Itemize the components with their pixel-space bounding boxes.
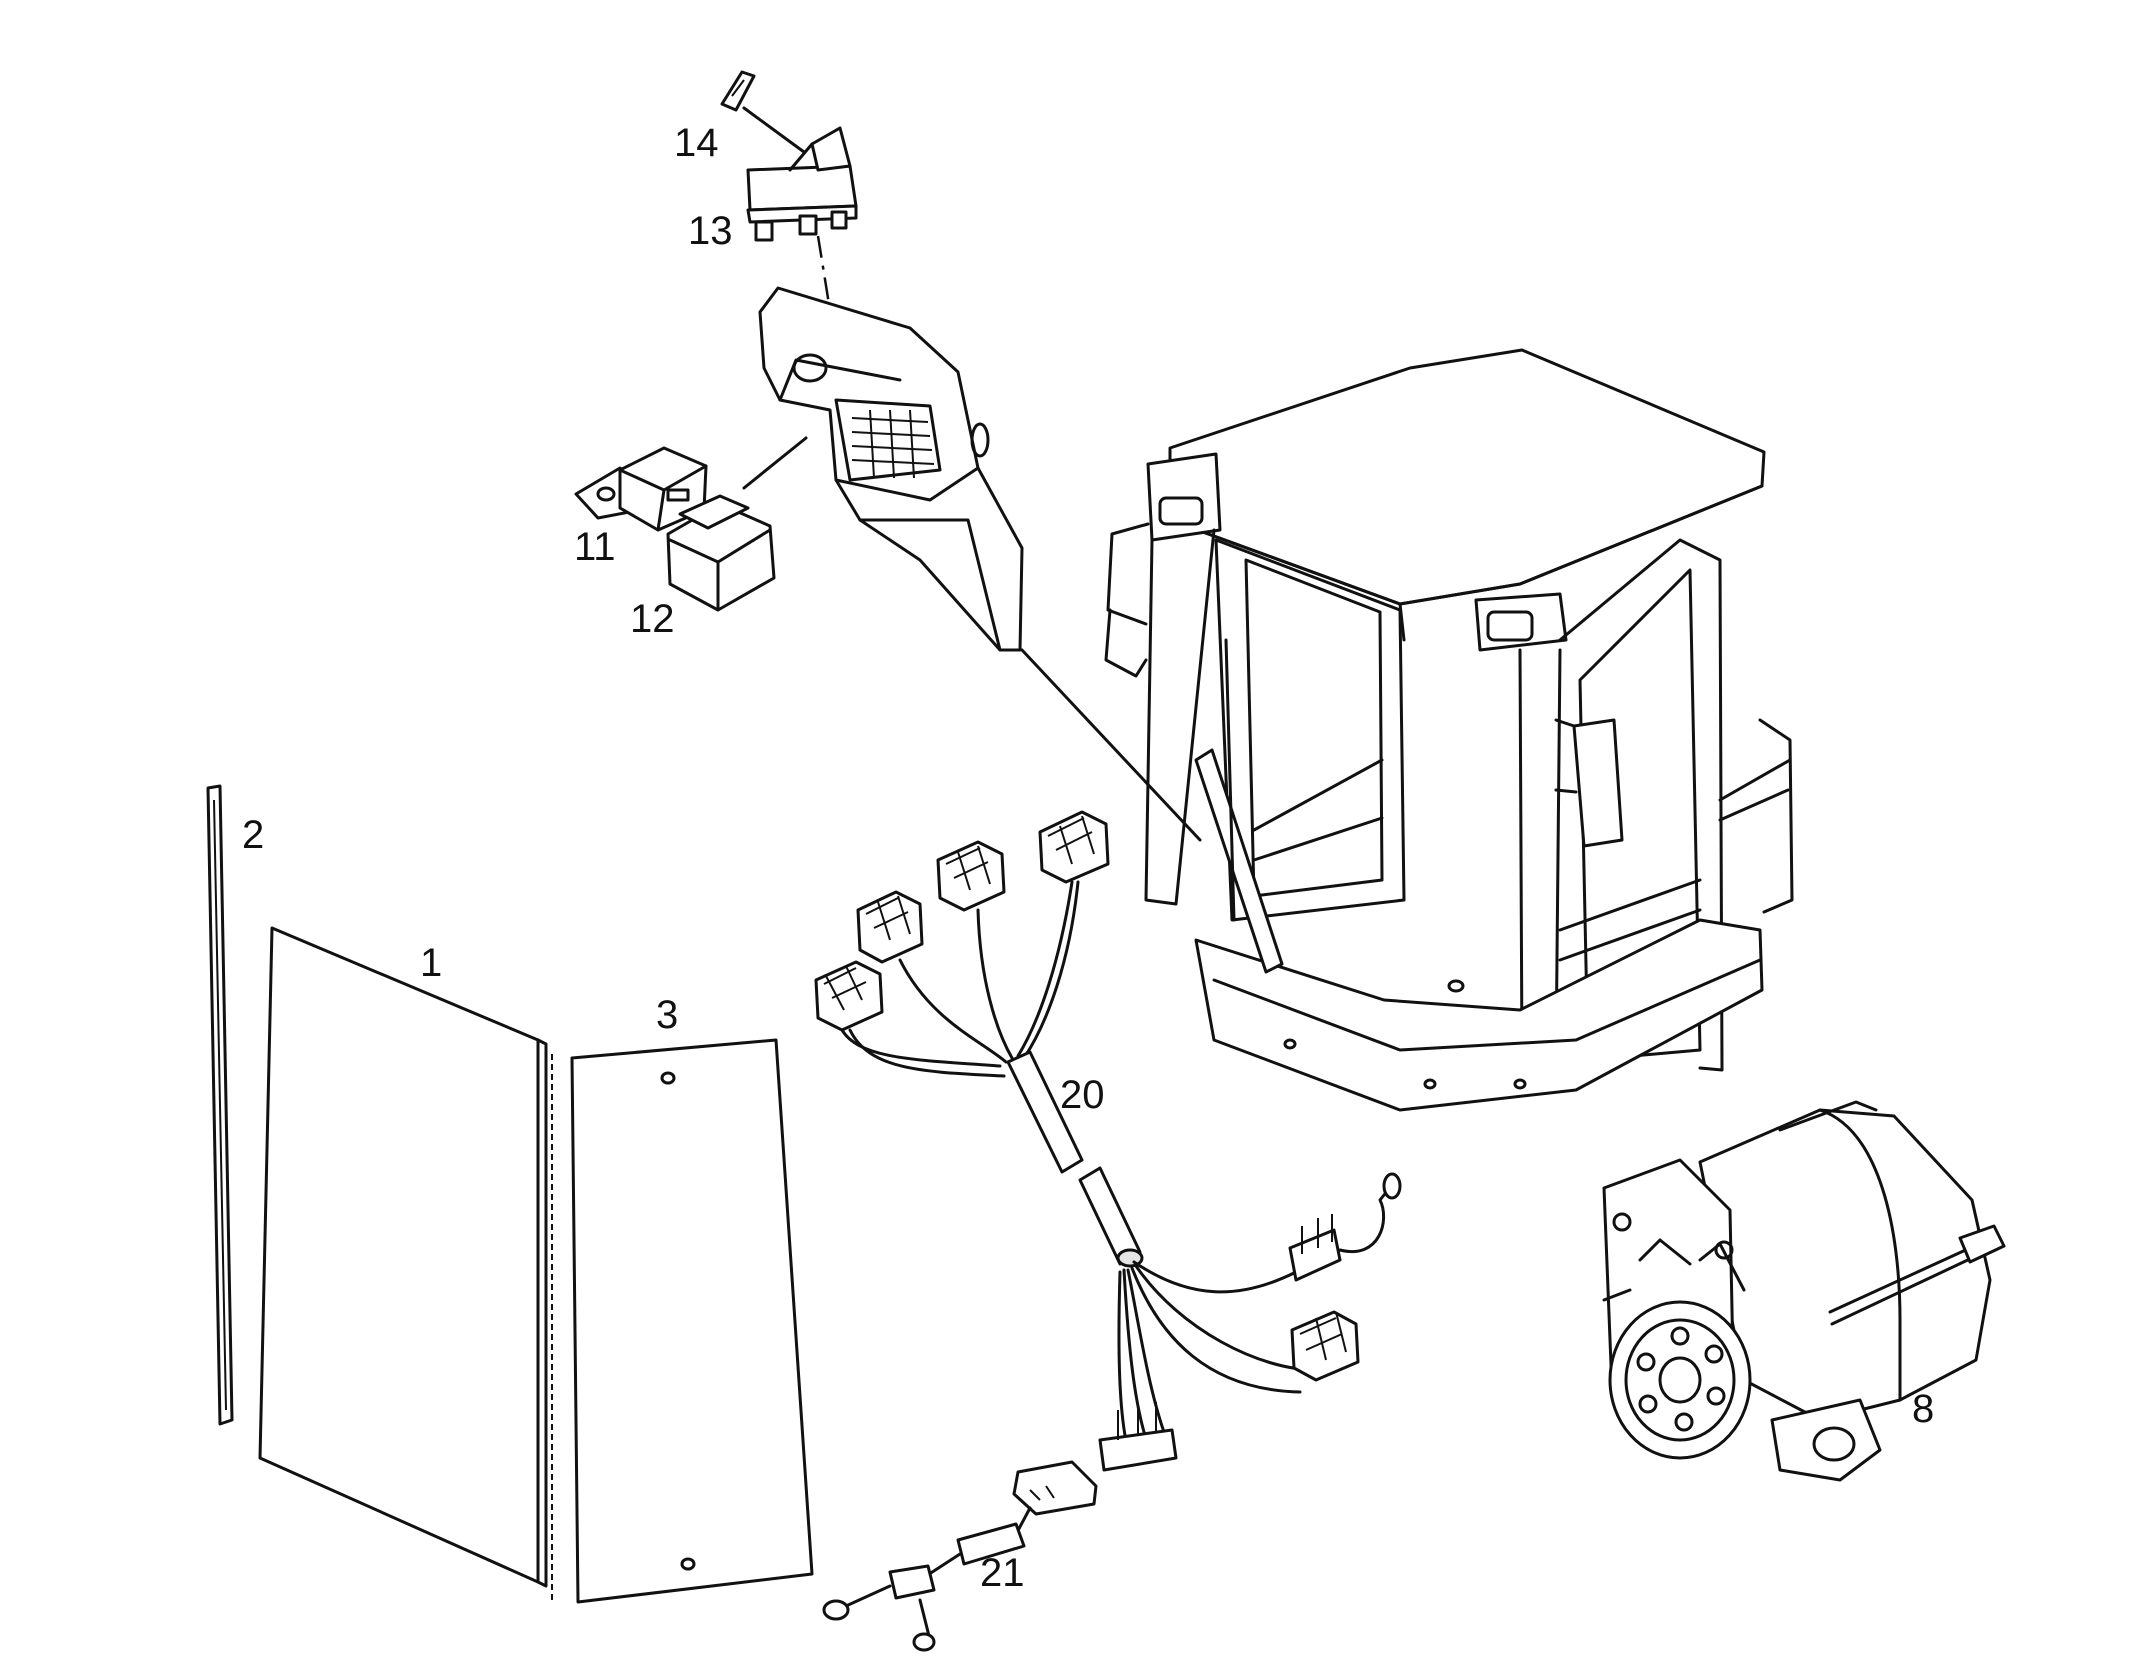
relay-plain (666, 494, 776, 612)
callout-2: 2 (242, 813, 264, 857)
sensor-harness-part (822, 1460, 1098, 1652)
switch-cap-part (720, 70, 806, 154)
callout-3: 3 (656, 993, 678, 1037)
callout-21: 21 (980, 1551, 1025, 1595)
relay-leader-line (742, 436, 808, 490)
wiring-harness-part (814, 810, 1402, 1472)
operator-cab (1104, 348, 1794, 1112)
seal-strip-part (206, 784, 234, 1426)
callout-20: 20 (1060, 1073, 1105, 1117)
callout-12: 12 (630, 597, 675, 641)
callout-14: 14 (674, 121, 719, 165)
callout-11: 11 (574, 525, 616, 569)
alternator-part (1602, 1100, 2006, 1482)
glass-panel (551, 1038, 814, 1604)
callout-1: 1 (420, 941, 442, 985)
callout-13: 13 (688, 209, 733, 253)
switch-console (758, 286, 1024, 652)
callout-8: 8 (1912, 1387, 1934, 1431)
relay-with-bracket (574, 446, 708, 532)
console-to-cab-leader (1020, 648, 1202, 842)
side-window-panel (258, 926, 548, 1588)
rocker-switch-part (746, 126, 858, 242)
